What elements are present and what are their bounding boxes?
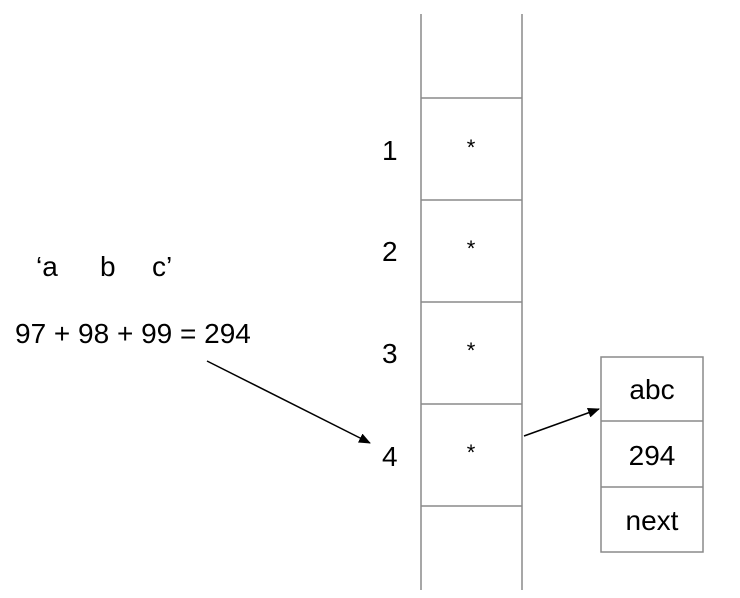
char-a: ‘a [36,251,58,282]
char-b: b [100,251,116,282]
bucket-pointer-1: * [467,135,476,160]
bucket-index-3: 3 [382,338,398,369]
bucket-index-4: 4 [382,441,398,472]
bucket-index-2: 2 [382,236,398,267]
sum-equation: 97 + 98 + 99 = 294 [15,318,251,349]
node-key: abc [629,374,674,405]
hash-arrow [206,360,371,444]
bucket-pointer-2: * [467,236,476,261]
char-c: c’ [152,251,172,282]
bucket-pointer-4: * [467,440,476,465]
bucket-array [420,14,523,590]
pointer-arrow [523,408,600,437]
list-node [600,356,704,553]
bucket-pointer-3: * [467,338,476,363]
bucket-index-1: 1 [382,135,398,166]
node-next: next [626,505,679,536]
node-value: 294 [629,440,676,471]
